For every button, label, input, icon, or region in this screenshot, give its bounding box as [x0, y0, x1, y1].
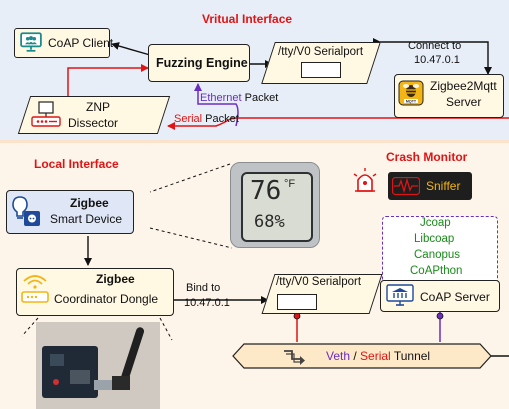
- edge-ethernet-packet: [194, 83, 239, 127]
- bulb-plug-icon: [12, 196, 40, 226]
- znp-sublabel: Dissector: [68, 116, 119, 130]
- edge-serialport-z2m: [373, 38, 492, 75]
- smart-device-sublabel: Smart Device: [50, 212, 123, 226]
- tunnel-arrow-icon: [284, 350, 305, 365]
- edge-serial-packet: [167, 117, 509, 130]
- connect-to-label: Connect to: [408, 40, 462, 52]
- library-item-libcoap: Libcoap: [414, 233, 455, 245]
- smart-device-label: Zigbee: [70, 196, 109, 210]
- tunnel-word: Tunnel: [390, 349, 431, 363]
- local-interface-title: Local Interface: [34, 157, 119, 171]
- ethernet-word: Ethernet: [200, 92, 242, 104]
- zoom-line-dongle: [21, 317, 173, 341]
- fuzzing-engine-label: Fuzzing Engine: [156, 56, 248, 70]
- serialport-top-port: [301, 62, 341, 78]
- library-list: [382, 216, 498, 286]
- edge-fuzz-to-client: [111, 42, 151, 56]
- tunnel-veth-word: Veth: [326, 349, 351, 363]
- edge-znp-to-fuzz: [67, 64, 149, 96]
- zoom-line-top: [149, 163, 231, 193]
- region-divider: [0, 140, 509, 143]
- bind-to-address: 10.47.0.1: [184, 297, 230, 309]
- display-screen: [241, 172, 313, 242]
- znp-label: ZNP: [86, 100, 110, 114]
- tunnel-serial-word: Serial: [360, 349, 391, 363]
- display-humidity: 68%: [254, 212, 285, 232]
- waveform-icon: [392, 177, 420, 195]
- alarm-siren-icon: [353, 168, 377, 192]
- bind-to-label: Bind to: [186, 282, 221, 294]
- serialport-bottom-label: /tty/V0 Serialport: [276, 276, 362, 288]
- tunnel-separator: /: [350, 349, 361, 363]
- serial-packet-label: Serial Packet: [174, 113, 239, 125]
- sniffer-label: Sniffer: [426, 179, 461, 193]
- serial-word: Serial: [174, 113, 203, 125]
- library-item-canopus: Canopus: [414, 249, 461, 261]
- ethernet-packet-label: Ethernet Packet: [200, 92, 278, 104]
- serialport-top-label: /tty/V0 Serialport: [278, 46, 364, 58]
- library-item-jcoap: Jcoap: [420, 217, 451, 229]
- dongle-photo: [36, 322, 160, 409]
- serial-packet-word: Packet: [202, 113, 239, 125]
- display-temperature-unit: °F: [284, 178, 296, 190]
- dongle-photo-art: [36, 322, 160, 409]
- serialport-bottom-port: [277, 294, 317, 310]
- crash-monitor-title: Crash Monitor: [386, 150, 468, 164]
- dongle-sublabel: Coordinator Dongle: [54, 292, 159, 306]
- zigbee2mqtt-label: Zigbee2Mqtt: [430, 79, 497, 93]
- router-device-icon: [31, 101, 61, 127]
- connect-to-address: 10.47.0.1: [414, 54, 460, 66]
- library-item-coapthon: CoAPthon: [410, 265, 463, 277]
- monitor-users-icon: [20, 32, 42, 52]
- zigbee2mqtt-sublabel: Server: [446, 95, 482, 109]
- smart-device-display: [230, 162, 320, 248]
- dongle-label: Zigbee: [96, 272, 135, 286]
- tunnel-label: Veth / Serial Tunnel: [326, 349, 430, 363]
- server-bank-icon: [386, 284, 414, 306]
- coap-server-label: CoAP Server: [420, 290, 490, 304]
- svg-text:MQTT: MQTT: [406, 100, 417, 104]
- coap-client-label: CoAP Client: [48, 36, 114, 50]
- mqtt-bee-icon: MQTT: [398, 80, 424, 106]
- virtual-interface-title: Vritual Interface: [202, 12, 293, 26]
- display-temperature: 76: [250, 176, 282, 206]
- zoom-line-bottom: [149, 227, 233, 249]
- ethernet-packet-word: Packet: [241, 92, 279, 104]
- wifi-router-icon: [21, 275, 49, 303]
